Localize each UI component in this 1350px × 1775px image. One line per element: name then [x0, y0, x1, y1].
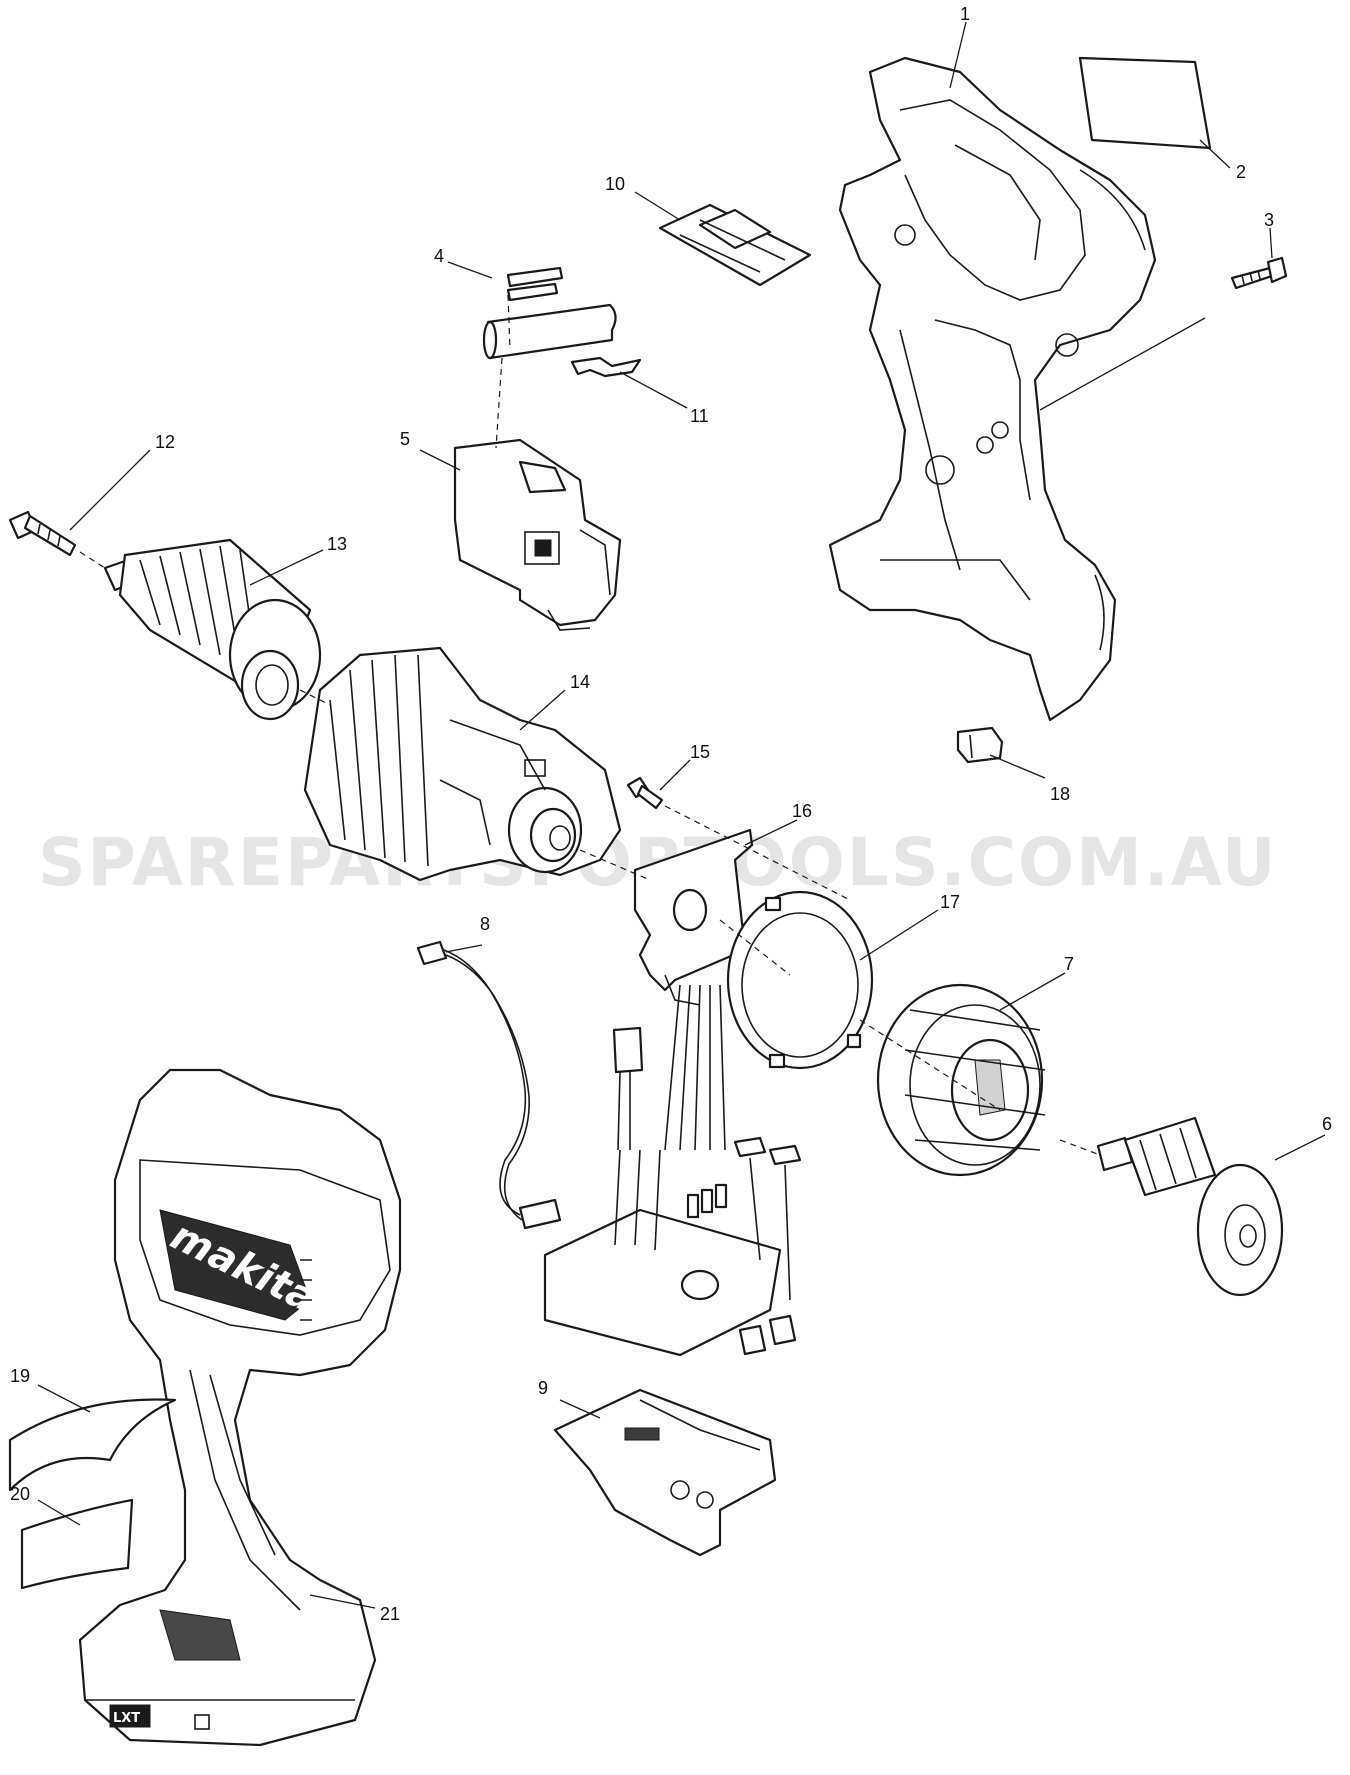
callout-17: 17 — [940, 892, 960, 912]
callout-14: 14 — [570, 672, 590, 692]
part-21-housing-left: makita LXT — [78, 1068, 402, 1747]
callout-10: 10 — [605, 174, 625, 194]
part-16-controller-plate — [633, 828, 754, 1006]
part-2-label — [1078, 56, 1212, 150]
callout-7: 7 — [1064, 954, 1074, 974]
axis-line-screw — [664, 805, 851, 901]
callout-1: 1 — [960, 4, 970, 24]
axis-line-chuck — [79, 551, 331, 706]
leader-lines — [37, 21, 1326, 1609]
callout-9: 9 — [538, 1378, 548, 1398]
part-18-clip — [956, 726, 1004, 764]
part-6-rotor — [1096, 1116, 1284, 1297]
callout-2: 2 — [1236, 162, 1246, 182]
part-8-wire-lead — [416, 940, 562, 1230]
callout-12: 12 — [155, 432, 175, 452]
part-1-housing-right — [828, 56, 1157, 722]
part-15-screw — [626, 776, 664, 810]
callout-15: 15 — [690, 742, 710, 762]
part-3-screw — [1230, 256, 1288, 290]
axis-line-motor — [579, 849, 1101, 1156]
part-20-label — [20, 1498, 134, 1590]
callout-19: 19 — [10, 1366, 30, 1386]
callout-21: 21 — [380, 1604, 400, 1624]
lxt-badge: LXT — [113, 1711, 140, 1726]
callout-numbers: 1 2 3 4 5 6 7 8 9 10 11 12 13 14 15 16 1… — [10, 4, 1332, 1624]
callout-16: 16 — [792, 801, 812, 821]
controller-wiring-assembly — [543, 984, 802, 1357]
callout-5: 5 — [400, 429, 410, 449]
callout-18: 18 — [1050, 784, 1070, 804]
part-9-battery-terminal — [553, 1388, 777, 1557]
callout-8: 8 — [480, 914, 490, 934]
callout-6: 6 — [1322, 1114, 1332, 1134]
part-13-keyless-chuck — [103, 538, 322, 721]
part-10-switch-lever — [658, 203, 812, 287]
part-14-gear-assembly — [303, 646, 622, 882]
part-5-switch — [453, 438, 622, 631]
part-7-stator — [876, 983, 1046, 1177]
axis-line-trigger — [495, 294, 511, 449]
callout-20: 20 — [10, 1484, 30, 1504]
part-19-label — [8, 1398, 177, 1492]
part-11-spring-plate — [570, 356, 642, 378]
callout-3: 3 — [1264, 210, 1274, 230]
callout-4: 4 — [434, 246, 444, 266]
part-17-ring — [726, 890, 874, 1070]
callout-11: 11 — [690, 406, 709, 426]
callout-13: 13 — [327, 534, 347, 554]
part-4-spring — [482, 266, 617, 360]
part-12-chuck-screw — [8, 510, 77, 557]
